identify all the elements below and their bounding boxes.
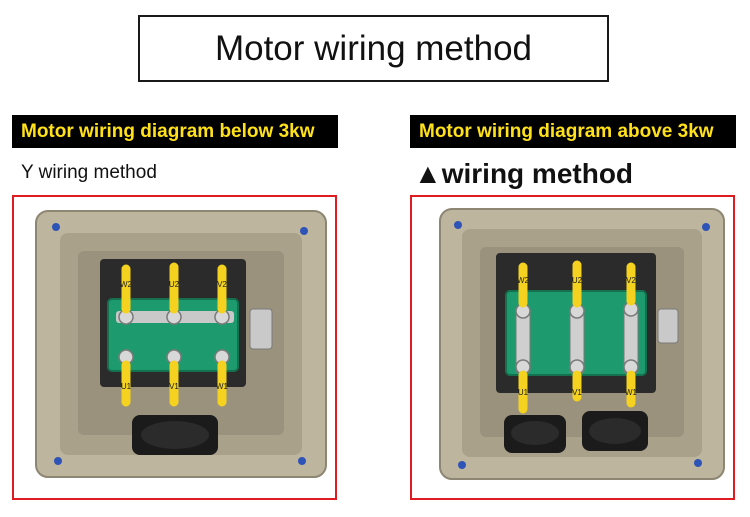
right-method-label: ▲wiring method [414, 158, 634, 189]
terminal-label-w2: W2 [517, 276, 530, 285]
terminal-label-u1: U1 [121, 382, 132, 391]
terminal-label-v2: V2 [217, 280, 227, 289]
left-method-label: Y wiring method [21, 162, 157, 183]
terminal-label-v1: V1 [572, 388, 582, 397]
terminal-label-w1: W1 [625, 388, 638, 397]
terminal-label-v1: V1 [169, 382, 179, 391]
left-panel-label: Motor wiring diagram below 3kw [12, 115, 338, 148]
terminal-label-w2: W2 [120, 280, 133, 289]
terminal-label-v2: V2 [626, 276, 636, 285]
terminal-label-w1: W1 [216, 382, 229, 391]
terminal-label-u2: U2 [572, 276, 583, 285]
page-title: Motor wiring method [138, 15, 609, 82]
right-panel-label: Motor wiring diagram above 3kw [410, 115, 736, 148]
terminal-label-u2: U2 [169, 280, 180, 289]
terminal-label-u1: U1 [518, 388, 529, 397]
